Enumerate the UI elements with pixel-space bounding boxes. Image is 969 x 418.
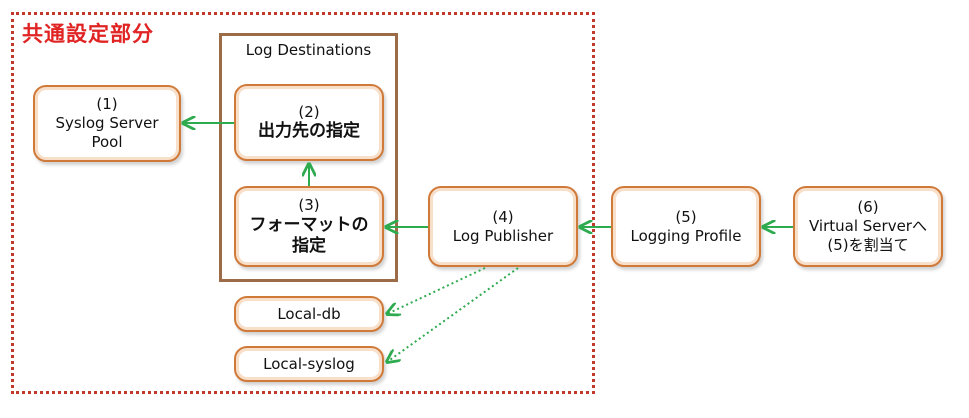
- node-number: (1): [96, 95, 118, 114]
- node-label: フォーマットの 指定: [249, 214, 369, 256]
- node-label: Log Publisher: [452, 226, 554, 245]
- node-log-publisher: (4) Log Publisher: [428, 186, 578, 267]
- node-label: Local-db: [277, 304, 341, 323]
- node-local-syslog: Local-syslog: [234, 346, 384, 382]
- node-number: (6): [857, 198, 879, 217]
- node-label: Syslog Server Pool: [55, 114, 159, 151]
- node-label: Local-syslog: [263, 354, 355, 373]
- common-settings-frame: [11, 12, 595, 394]
- log-destinations-group: [219, 33, 398, 282]
- node-number: (5): [675, 207, 697, 226]
- node-label: Virtual Serverへ (5)を割当て: [809, 217, 927, 254]
- node-label: 出力先の指定: [258, 121, 360, 142]
- node-number: (3): [298, 195, 320, 214]
- node-format-spec: (3) フォーマットの 指定: [234, 186, 384, 267]
- node-local-db: Local-db: [234, 296, 384, 332]
- node-syslog-server-pool: (1) Syslog Server Pool: [33, 85, 181, 162]
- node-number: (2): [298, 102, 320, 121]
- node-label: Logging Profile: [630, 226, 742, 245]
- node-output-destination: (2) 出力先の指定: [234, 84, 384, 161]
- log-destinations-title: Log Destinations: [245, 41, 372, 59]
- node-number: (4): [492, 207, 514, 226]
- node-logging-profile: (5) Logging Profile: [611, 186, 761, 267]
- diagram-title: 共通設定部分: [22, 22, 154, 46]
- node-virtual-server: (6) Virtual Serverへ (5)を割当て: [793, 186, 943, 267]
